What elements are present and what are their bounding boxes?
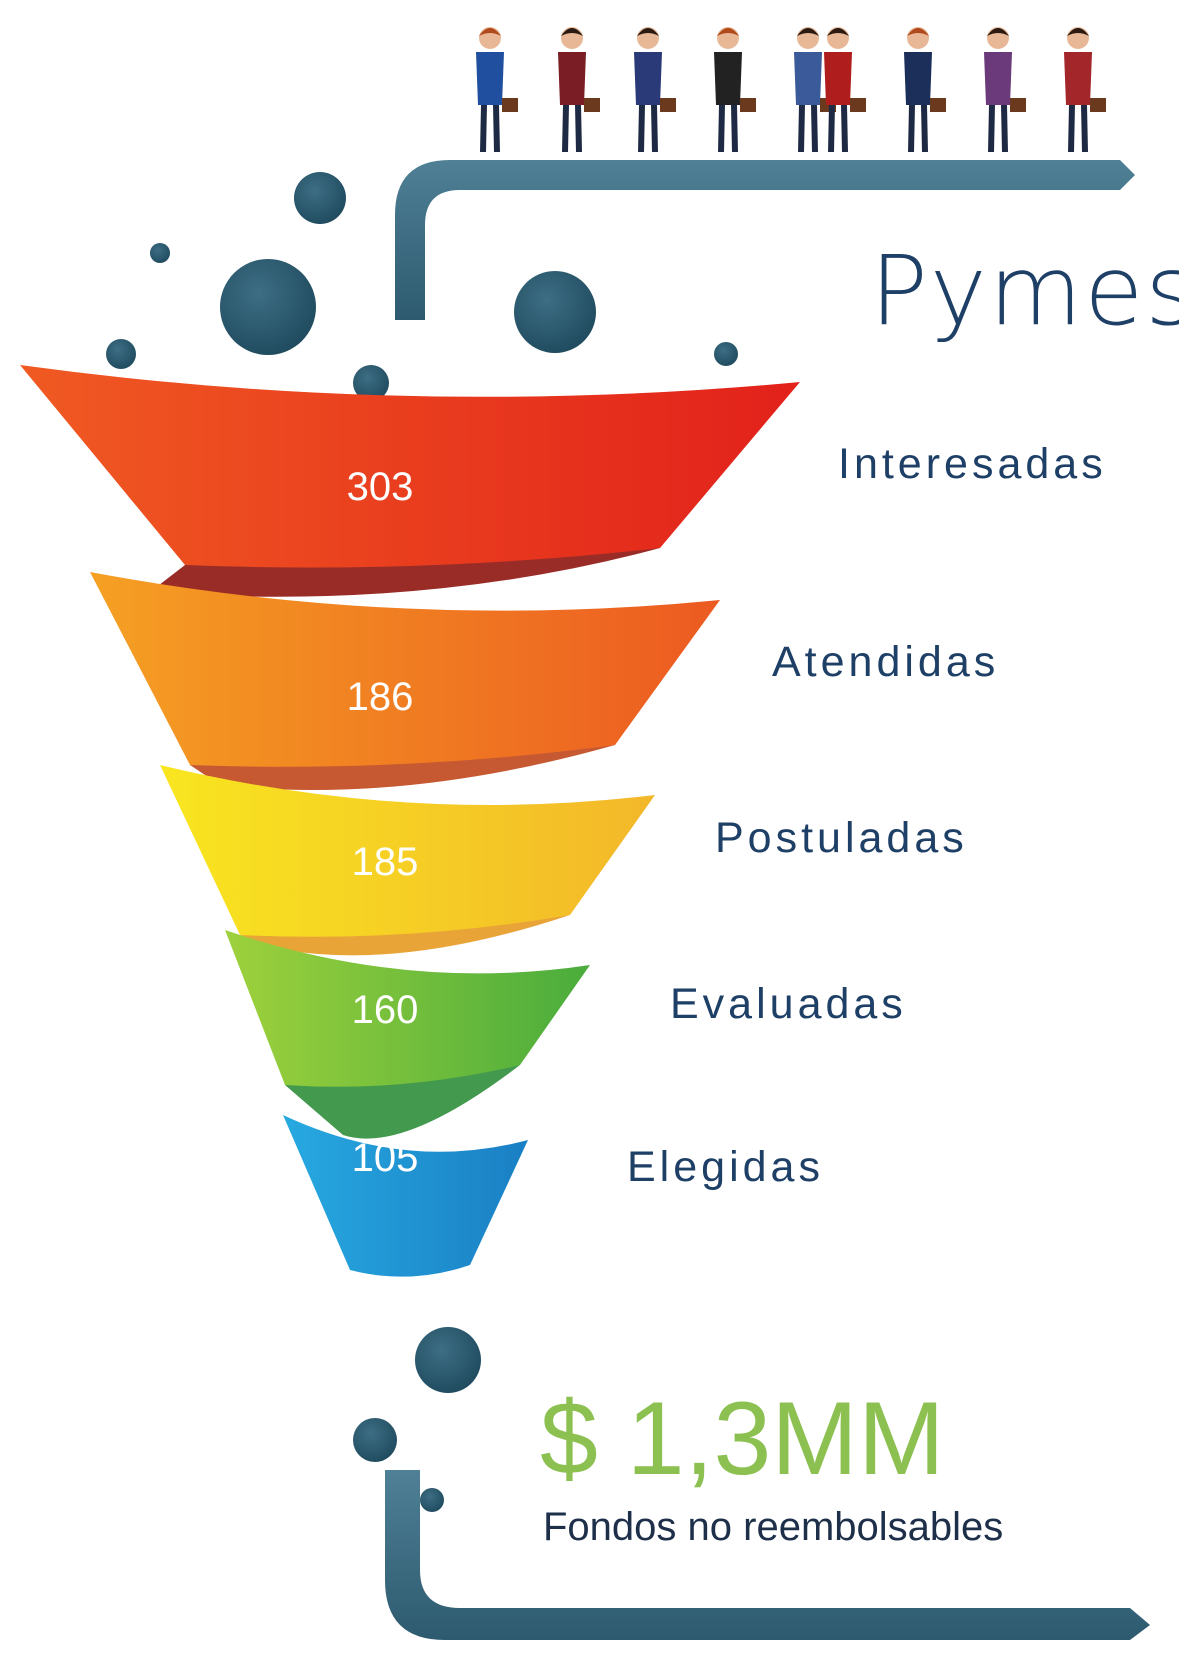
person-figure [794, 27, 836, 152]
page-title: Pymes [870, 235, 1179, 347]
person-figure [476, 27, 518, 152]
person-figure [558, 27, 600, 152]
funnel-stage-label: Evaluadas [670, 980, 907, 1028]
person-figure [824, 27, 866, 152]
decorative-dots [106, 172, 738, 1512]
funnel-band-interesadas [20, 365, 800, 568]
top-pipe [395, 160, 1135, 320]
funnel-band-postuladas [160, 765, 655, 937]
funnel-stage-label: Elegidas [627, 1143, 824, 1191]
person-figure [904, 27, 946, 152]
funnel-stage-label: Atendidas [772, 638, 1000, 686]
funnel-value-label: 160 [351, 988, 419, 1032]
funnel-stage-label: Postuladas [715, 814, 968, 862]
funnel-value-label: 185 [351, 840, 419, 884]
funding-caption: Fondos no reembolsables [543, 1505, 1004, 1549]
funnel-value-label: 186 [346, 675, 414, 719]
business-people-illustration [476, 27, 1106, 152]
funnel-band-atendidas [90, 572, 720, 767]
funnel-stage-label: Interesadas [838, 440, 1107, 488]
person-figure [714, 27, 756, 152]
funnel-band-elegidas [283, 1115, 528, 1277]
funnel-band-evaluadas [225, 930, 590, 1087]
bottom-pipe [385, 1470, 1150, 1640]
person-figure [984, 27, 1026, 152]
funnel-bands [20, 365, 800, 1277]
funnel-band-shadow [150, 548, 660, 597]
person-figure [634, 27, 676, 152]
funnel-value-label: 303 [346, 465, 414, 509]
funding-amount: $ 1,3MM [540, 1381, 945, 1497]
person-figure [1064, 27, 1106, 152]
funnel-value-label: 105 [351, 1136, 419, 1180]
